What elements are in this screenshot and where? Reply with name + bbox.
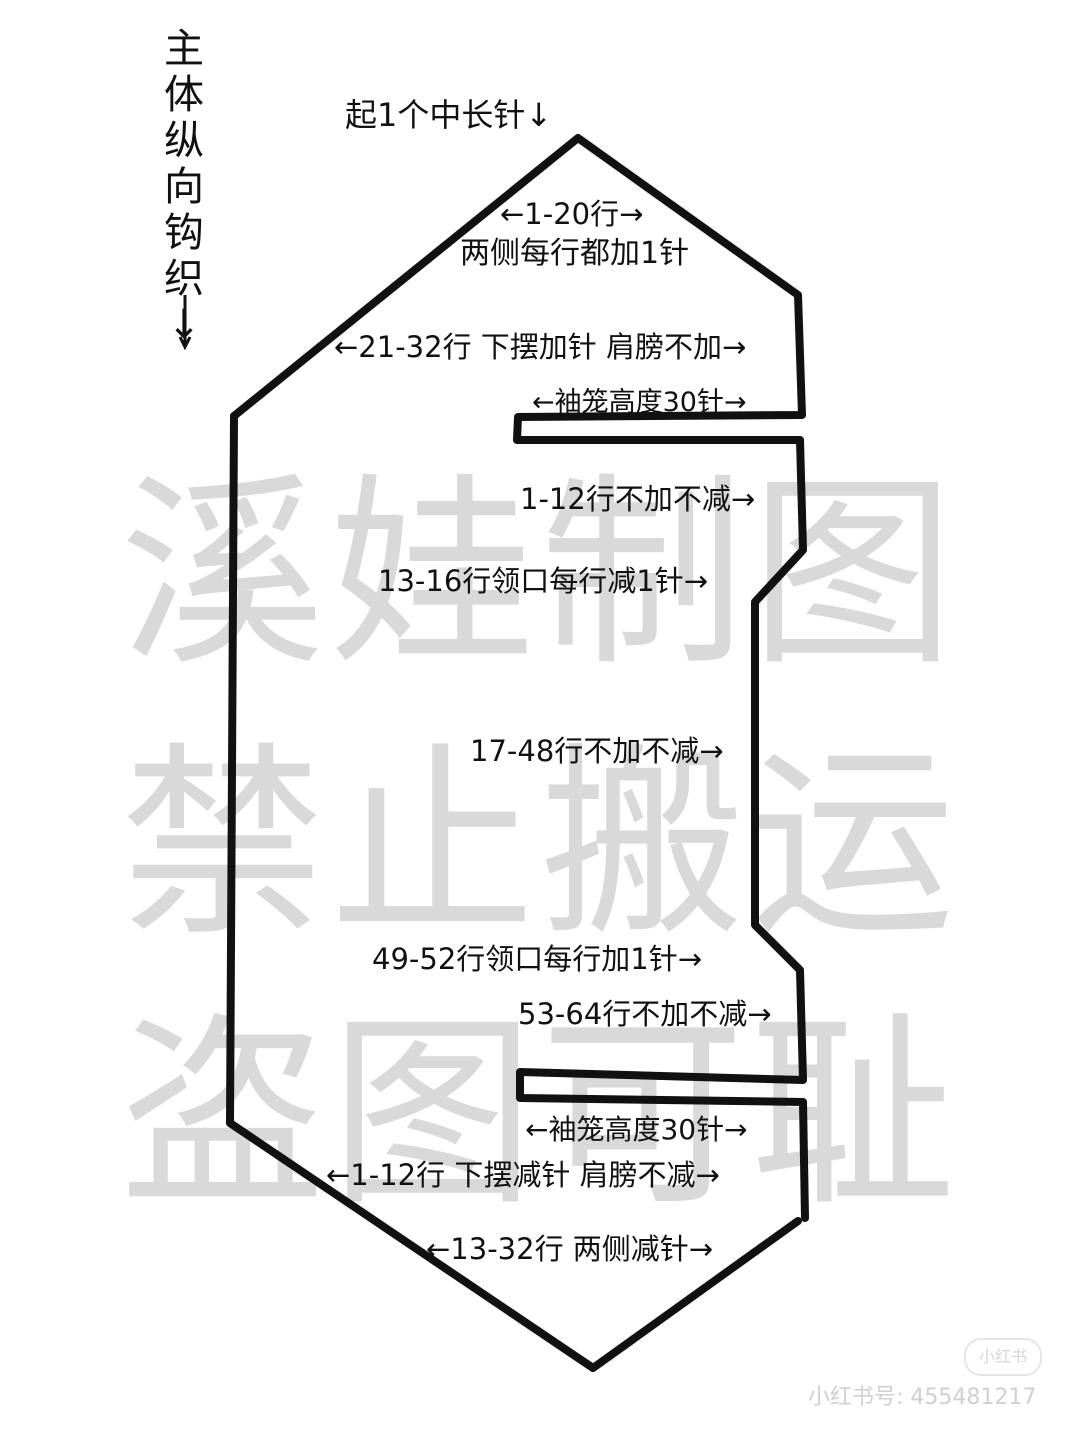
label-rows-53-64: 53-64行不加不减→ (518, 997, 772, 1031)
watermark-line-3: 盗图可耻 (120, 996, 960, 1234)
label-sleeve-bottom: ←袖笼高度30针→ (525, 1113, 748, 1146)
label-rows-21-32: ←21-32行 下摆加针 肩膀不加→ (334, 330, 747, 364)
label-rows-13-16: 13-16行领口每行减1针→ (378, 564, 709, 598)
side-title: 主体纵向钩织↓ (164, 26, 204, 348)
label-rows-1-12: 1-12行不加不减→ (520, 482, 756, 516)
label-sleeve-top: ←袖笼高度30针→ (532, 387, 747, 418)
label-rows-1-20: ←1-20行→ (500, 197, 644, 231)
label-rows-13-32: ←13-32行 两侧减针→ (426, 1232, 714, 1266)
xhs-logo-badge: 小红书 (964, 1338, 1042, 1376)
label-rows-17-48: 17-48行不加不减→ (470, 734, 724, 768)
watermark: 溪娃制图 禁止搬运 盗图可耻 (120, 440, 980, 1250)
pattern-outline (226, 134, 809, 1372)
label-rows-49-52: 49-52行领口每行加1针→ (372, 942, 703, 976)
label-rows-1-12-dec: ←1-12行 下摆减针 肩膀不减→ (326, 1158, 720, 1192)
arrow-guides (178, 295, 192, 351)
watermark-line-1: 溪娃制图 (120, 456, 960, 694)
label-rows-1-20-note: 两侧每行都加1针 (460, 236, 690, 271)
outline-upper-left (230, 134, 809, 1222)
label-start: 起1个中长针↓ (345, 96, 553, 134)
xhs-account-id: 小红书号: 455481217 (808, 1385, 1037, 1410)
watermark-line-2: 禁止搬运 (120, 726, 960, 964)
outline-bottom (226, 412, 802, 1372)
side-arrow-head (178, 336, 192, 351)
